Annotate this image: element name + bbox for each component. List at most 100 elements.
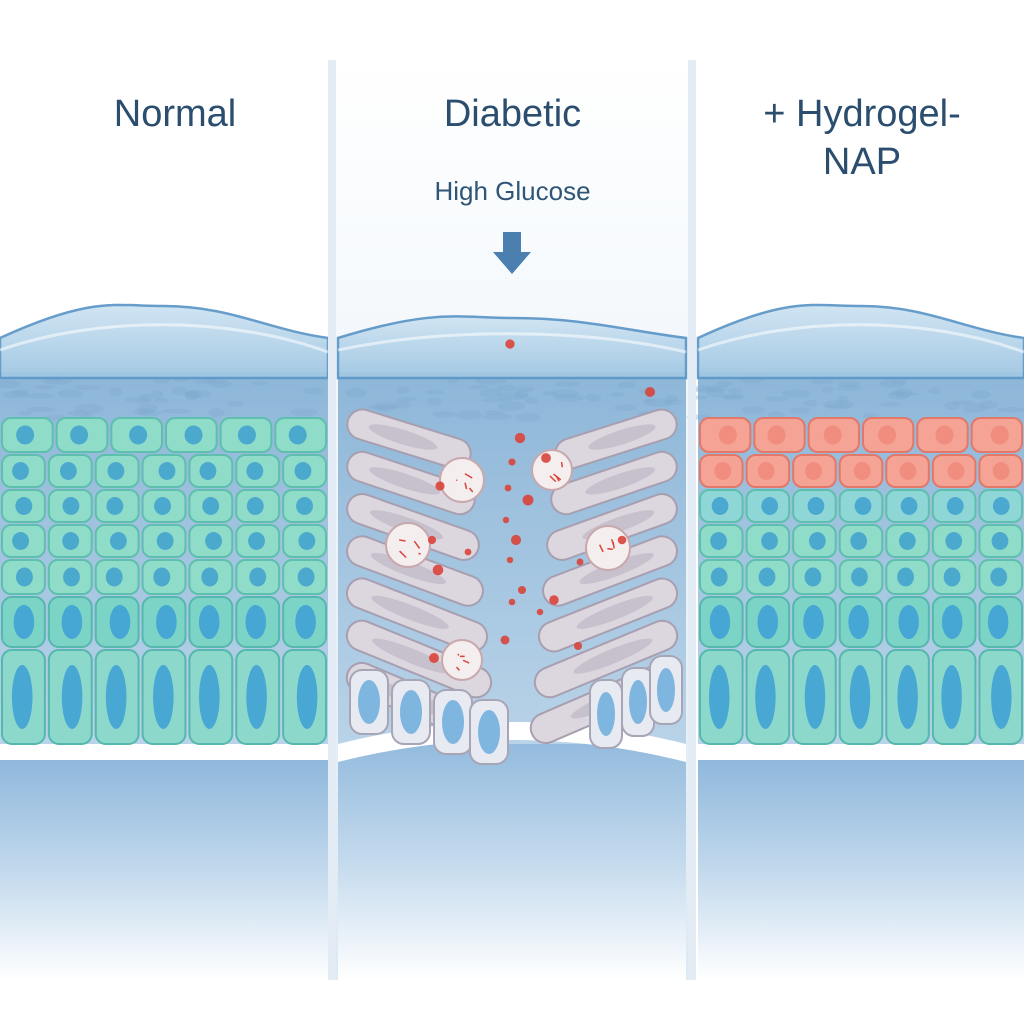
stroma-texture bbox=[765, 396, 788, 401]
hydrogel-epidermis-nucleus bbox=[768, 425, 786, 444]
normal-epidermis-nucleus bbox=[153, 665, 174, 729]
stroma-texture bbox=[58, 390, 84, 398]
red-debris-particle bbox=[549, 595, 558, 604]
normal-epidermis-nucleus bbox=[200, 462, 217, 480]
hydrogel-epidermis-nucleus bbox=[941, 665, 961, 729]
hydrogel-epidermis-nucleus bbox=[993, 497, 1010, 515]
red-debris-particle bbox=[511, 535, 521, 545]
stroma-texture bbox=[614, 404, 637, 411]
hydrogel-epidermis-nucleus bbox=[850, 665, 870, 729]
hydrogel-epidermis-nucleus bbox=[719, 425, 737, 444]
hydrogel-epidermis-nucleus bbox=[988, 605, 1008, 639]
panel-title-diabetic: Diabetic bbox=[340, 90, 685, 138]
stroma-texture bbox=[195, 379, 215, 384]
red-debris-particle bbox=[577, 559, 584, 566]
normal-epidermis-nucleus bbox=[248, 532, 265, 550]
stroma-texture bbox=[373, 402, 397, 412]
stroma-texture bbox=[824, 404, 851, 409]
hydrogel-epidermis-nucleus bbox=[758, 605, 778, 639]
hydrogel-epidermis-nucleus bbox=[759, 567, 776, 586]
stroma-texture bbox=[890, 392, 919, 397]
normal-epidermis-nucleus bbox=[298, 532, 315, 550]
normal-epidermis-nucleus bbox=[159, 462, 176, 480]
stroma-texture bbox=[26, 407, 56, 413]
hydrogel-epidermis-nucleus bbox=[850, 532, 867, 550]
hydrogel-epidermis-nucleus bbox=[878, 425, 896, 444]
hydrogel-epidermis-nucleus bbox=[990, 567, 1007, 586]
stroma-texture bbox=[427, 397, 442, 405]
stroma-texture bbox=[18, 411, 32, 415]
stroma-texture bbox=[74, 404, 103, 414]
red-debris-particle bbox=[618, 536, 627, 545]
hydrogel-epidermis-nucleus bbox=[851, 567, 868, 586]
hydrogel-epidermis-nucleus bbox=[900, 462, 917, 480]
stroma-texture bbox=[515, 386, 534, 391]
stroma-texture bbox=[34, 385, 55, 390]
red-debris-particle bbox=[428, 536, 436, 544]
red-debris-particle bbox=[523, 495, 534, 506]
stroma-texture bbox=[497, 384, 517, 391]
red-debris-particle bbox=[515, 433, 525, 443]
stroma-texture bbox=[610, 392, 624, 397]
hydrogel-epidermis-nucleus bbox=[898, 605, 918, 639]
stroma-texture bbox=[484, 410, 505, 415]
stroma-texture bbox=[252, 381, 267, 385]
stroma-texture bbox=[804, 400, 818, 407]
normal-epidermis-nucleus bbox=[202, 497, 219, 515]
hydrogel-epidermis-nucleus bbox=[710, 605, 730, 639]
stroma-texture bbox=[432, 411, 456, 417]
damaged-round-cell bbox=[532, 450, 572, 490]
normal-epidermis-nucleus bbox=[110, 532, 127, 550]
normal-epidermis-nucleus bbox=[107, 462, 124, 480]
dermis-layer-hydrogel bbox=[698, 760, 1024, 980]
surface-fluid-normal bbox=[0, 305, 328, 378]
red-debris-particle bbox=[505, 339, 514, 348]
normal-epidermis-nucleus bbox=[247, 497, 264, 515]
red-debris-particle bbox=[541, 453, 551, 463]
diabetic-basal-nucleus bbox=[442, 700, 464, 744]
stroma-texture bbox=[425, 390, 443, 395]
normal-epidermis-nucleus bbox=[246, 665, 267, 729]
normal-epidermis-nucleus bbox=[245, 605, 266, 639]
normal-epidermis-nucleus bbox=[289, 425, 307, 444]
hydrogel-epidermis-nucleus bbox=[809, 532, 826, 550]
stroma-texture bbox=[742, 406, 765, 414]
hydrogel-epidermis-nucleus bbox=[805, 567, 822, 586]
stroma-texture bbox=[524, 398, 538, 404]
hydrogel-epidermis-nucleus bbox=[709, 665, 729, 729]
stroma-texture bbox=[291, 408, 318, 416]
stroma-texture bbox=[397, 386, 410, 394]
hydrogel-epidermis-nucleus bbox=[761, 497, 778, 515]
diabetic-basal-nucleus bbox=[629, 680, 647, 724]
hydrogel-epidermis-nucleus bbox=[758, 462, 775, 480]
stroma-texture bbox=[663, 399, 682, 405]
normal-epidermis-nucleus bbox=[199, 605, 220, 639]
red-debris-particle bbox=[537, 609, 543, 615]
stroma-texture bbox=[944, 402, 960, 410]
normal-epidermis-nucleus bbox=[62, 665, 83, 729]
hydrogel-epidermis-nucleus bbox=[855, 497, 872, 515]
hydrogel-epidermis-nucleus bbox=[947, 497, 964, 515]
stroma-texture bbox=[979, 401, 998, 409]
stroma-texture bbox=[482, 398, 512, 403]
hydrogel-epidermis-nucleus bbox=[805, 462, 822, 480]
cell-damage-mark bbox=[456, 480, 457, 481]
normal-epidermis-nucleus bbox=[106, 497, 123, 515]
red-debris-particle bbox=[645, 387, 655, 397]
stroma-texture bbox=[718, 394, 745, 398]
hydrogel-epidermis-nucleus bbox=[948, 462, 965, 480]
cell-damage-mark bbox=[607, 549, 612, 550]
stroma-texture bbox=[208, 408, 225, 417]
damaged-round-cell bbox=[440, 458, 484, 502]
hydrogel-epidermis-nucleus bbox=[944, 567, 961, 586]
stroma-texture bbox=[469, 385, 489, 389]
stroma-texture bbox=[781, 389, 811, 397]
normal-epidermis-nucleus bbox=[129, 425, 147, 444]
normal-epidermis-nucleus bbox=[110, 605, 131, 639]
normal-epidermis-nucleus bbox=[12, 532, 29, 550]
hydrogel-epidermis-nucleus bbox=[991, 425, 1009, 444]
red-debris-particle bbox=[505, 485, 512, 492]
stroma-texture bbox=[617, 382, 636, 389]
normal-epidermis-nucleus bbox=[298, 567, 315, 586]
